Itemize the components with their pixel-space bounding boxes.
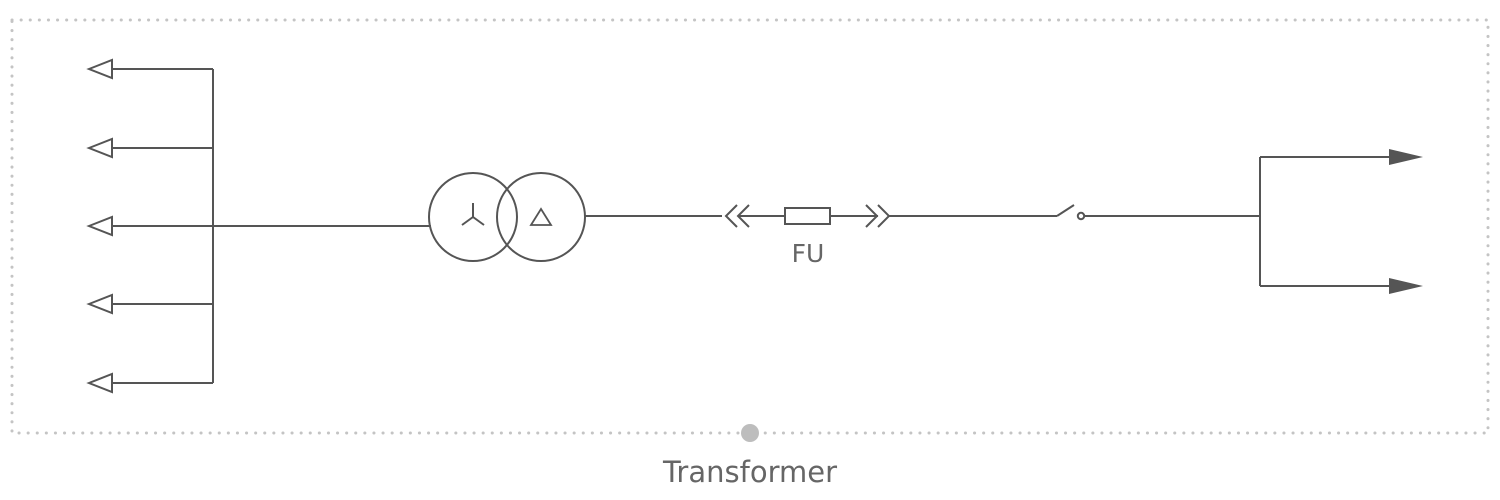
left-feeder-group [86,58,431,394]
fuse-icon [784,207,831,225]
right-feeder-1 [1260,149,1423,165]
left-feeder-3 [86,215,213,237]
frame-handle-dot [741,424,759,442]
right-feeder-group [1259,149,1423,294]
left-feeder-5 [86,372,213,394]
right-filled-arrow-icon [1389,278,1423,294]
diagram-frame [10,18,1490,435]
left-hollow-arrow-icon [86,58,113,80]
left-feeder-2 [86,137,213,159]
left-feeder-4 [86,293,213,315]
fuse-label: FU [792,239,825,268]
disconnector-contact-icon [1076,211,1086,221]
left-hollow-arrow-icon [86,137,113,159]
transformer-symbol [428,172,586,262]
right-filled-arrow-icon [1389,149,1423,165]
transformer-primary-winding [428,172,518,262]
star-winding-icon [461,203,485,226]
diagram-caption: Transformer [662,455,837,489]
disconnector-blade [1056,204,1075,217]
delta-winding-icon [529,207,553,226]
left-hollow-arrow-icon [86,293,113,315]
left-feeder-1 [86,58,213,80]
transformer-secondary-winding [496,172,586,262]
right-feeder-2 [1260,278,1423,294]
outgoing-line-group [585,204,1260,228]
left-hollow-arrow-icon [86,215,113,237]
left-hollow-arrow-icon [86,372,113,394]
